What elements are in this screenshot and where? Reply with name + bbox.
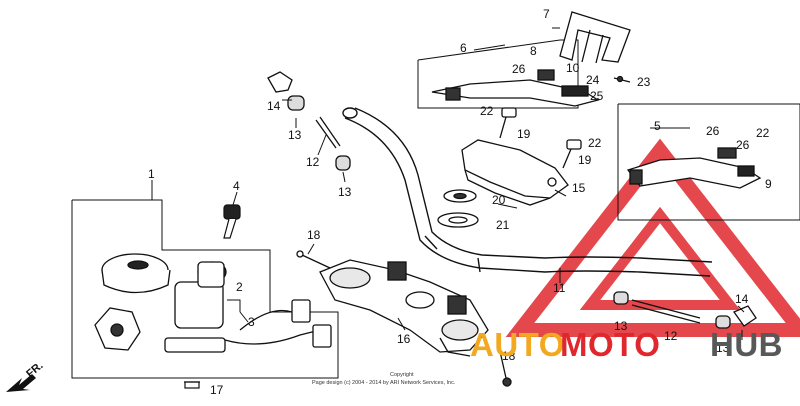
handlebar xyxy=(342,107,713,277)
watermark-text: AUTO MOTO HUB xyxy=(470,326,783,363)
callout-26: 26 xyxy=(512,62,526,76)
callout-19: 19 xyxy=(517,127,531,141)
callout-21: 21 xyxy=(496,218,510,232)
callout-11: 11 xyxy=(553,281,566,295)
callout-10: 10 xyxy=(566,61,580,75)
callout-17: 17 xyxy=(210,383,224,397)
box-group-6 xyxy=(417,39,579,109)
callout-18b: 18 xyxy=(502,349,516,363)
copyright-notice: Copyright Page design (c) 2004 - 2014 by… xyxy=(312,372,456,386)
bolt-19-right xyxy=(562,139,582,169)
callout-4: 4 xyxy=(233,179,240,193)
bolt-17 xyxy=(184,381,200,389)
bracket-7 xyxy=(559,11,631,64)
callout-7: 7 xyxy=(543,7,550,21)
copyright-line1: Copyright xyxy=(390,372,414,378)
callout-13c: 13 xyxy=(614,319,628,333)
bolt-19-left xyxy=(499,107,517,139)
callout-2: 2 xyxy=(236,280,243,294)
callout-24: 24 xyxy=(586,73,600,87)
callout-16: 16 xyxy=(397,332,411,346)
callout-labels: 1 2 3 4 5 6 7 8 9 10 11 12 12 13 13 13 1… xyxy=(148,7,772,397)
callout-19b: 19 xyxy=(578,153,592,167)
callout-13b: 13 xyxy=(338,185,352,199)
callout-14b: 14 xyxy=(735,292,749,306)
callout-18: 18 xyxy=(307,228,321,242)
callout-15: 15 xyxy=(572,181,586,195)
callout-25: 25 xyxy=(590,89,604,103)
copyright-line2: Page design (c) 2004 - 2014 by ARI Netwo… xyxy=(312,380,456,386)
front-direction-arrow: FR. xyxy=(6,360,46,392)
direction-label: FR. xyxy=(24,360,45,381)
callout-26c: 26 xyxy=(736,138,750,152)
callout-26b: 26 xyxy=(706,124,720,138)
ignition-switch-cover xyxy=(101,253,171,294)
damper-assembly-right xyxy=(613,291,757,329)
watermark-part1: AUTO xyxy=(470,326,565,363)
watermark-part2: MOTO xyxy=(560,326,660,363)
callout-5: 5 xyxy=(654,119,661,133)
washer-21 xyxy=(437,212,479,228)
callout-13d: 13 xyxy=(716,341,730,355)
callout-13: 13 xyxy=(288,128,302,142)
ignition-bracket xyxy=(94,307,141,351)
callout-3: 3 xyxy=(248,315,255,329)
bolt-18-upper xyxy=(296,250,331,269)
washer-20 xyxy=(443,189,477,203)
callout-1: 1 xyxy=(148,167,155,181)
callout-20: 20 xyxy=(492,193,506,207)
ignition-key xyxy=(223,204,241,239)
wire-connector xyxy=(239,299,332,348)
fork-top-bridge xyxy=(319,259,489,357)
switch-housing-left xyxy=(431,69,600,107)
callout-12b: 12 xyxy=(664,329,678,343)
switch-housing-right xyxy=(626,147,762,189)
callout-12: 12 xyxy=(306,155,320,169)
callout-22b: 22 xyxy=(588,136,602,150)
watermark-part3: HUB xyxy=(710,326,783,363)
handlebar-holder-upper xyxy=(461,139,569,206)
screw-23 xyxy=(613,75,631,83)
leader-lines xyxy=(151,27,745,340)
callout-14: 14 xyxy=(267,99,281,113)
box-group-5 xyxy=(617,103,800,221)
watermark-logo xyxy=(505,138,800,337)
callout-22c: 22 xyxy=(756,126,770,140)
callout-9: 9 xyxy=(765,177,772,191)
callout-6: 6 xyxy=(460,41,467,55)
callout-23: 23 xyxy=(637,75,651,89)
callout-22: 22 xyxy=(480,104,494,118)
callout-8: 8 xyxy=(530,44,537,58)
bolt-18-lower xyxy=(496,337,512,387)
ignition-switch-body xyxy=(164,261,321,353)
